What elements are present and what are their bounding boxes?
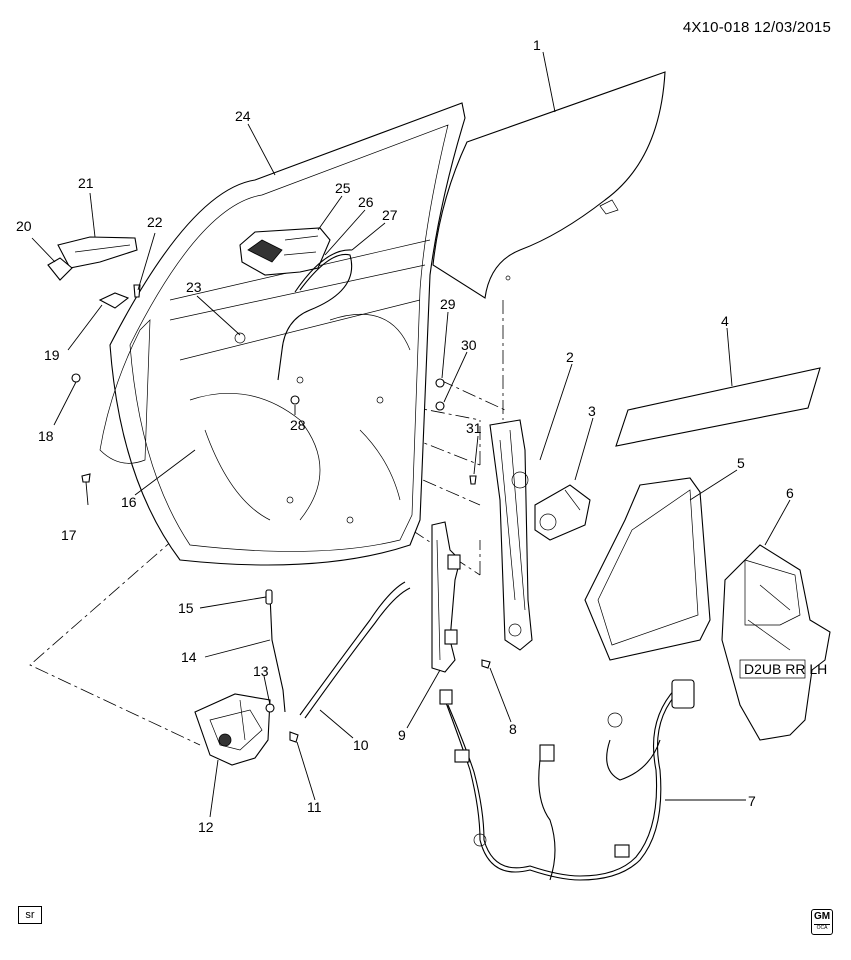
latch-bolt — [289, 731, 299, 743]
window-glass — [432, 71, 666, 299]
callout-23: 23 — [186, 279, 202, 295]
fastener-28 — [290, 395, 300, 405]
lock-rod — [269, 594, 286, 713]
gm-logo: GM OCA — [811, 909, 833, 935]
sr-label: sr — [18, 906, 42, 924]
leader-lines — [31, 51, 791, 818]
callout-4: 4 — [721, 313, 729, 329]
callout-14: 14 — [181, 649, 197, 665]
callout-20: 20 — [16, 218, 32, 234]
callout-24: 24 — [235, 108, 251, 124]
callout-7: 7 — [748, 793, 756, 809]
callout-31: 31 — [466, 420, 482, 436]
callout-10: 10 — [353, 737, 369, 753]
callout-22: 22 — [147, 214, 163, 230]
rear-guide-rail — [431, 521, 461, 673]
bolt-31 — [469, 475, 477, 485]
callout-12: 12 — [198, 819, 214, 835]
glass-run-strip — [615, 367, 821, 447]
outside-handle — [47, 236, 138, 281]
water-deflector-panel — [584, 477, 711, 661]
door-latch — [194, 693, 271, 766]
callout-17: 17 — [61, 527, 77, 543]
callout-21: 21 — [78, 175, 94, 191]
callout-27: 27 — [382, 207, 398, 223]
plug — [71, 373, 81, 383]
callout-numbers: 1 2 3 4 5 6 7 8 9 10 11 12 13 14 15 16 1… — [16, 37, 794, 835]
screw-17 — [81, 473, 91, 483]
nut-29 — [435, 378, 445, 388]
callout-2: 2 — [566, 349, 574, 365]
latch-nut — [265, 703, 275, 713]
callout-13: 13 — [253, 663, 269, 679]
door-insulator: D2UB RR LH — [721, 544, 831, 741]
callout-28: 28 — [290, 417, 306, 433]
door-frame — [99, 102, 466, 566]
callout-26: 26 — [358, 194, 374, 210]
regulator-motor — [534, 484, 591, 541]
callout-3: 3 — [588, 403, 596, 419]
callout-5: 5 — [737, 455, 745, 471]
callout-29: 29 — [440, 296, 456, 312]
callout-19: 19 — [44, 347, 60, 363]
callout-16: 16 — [121, 494, 137, 510]
window-regulator — [489, 419, 533, 651]
wiring-harness — [439, 679, 695, 881]
nut-30 — [435, 401, 445, 411]
rail-bolt — [481, 659, 491, 669]
insulator-label: D2UB RR LH — [744, 661, 827, 677]
handle-cable — [277, 253, 353, 381]
callout-6: 6 — [786, 485, 794, 501]
gm-logo-subtext: OCA — [814, 924, 830, 932]
callout-25: 25 — [335, 180, 351, 196]
callout-30: 30 — [461, 337, 477, 353]
handle-bezel — [98, 292, 130, 309]
gm-logo-text: GM — [813, 911, 831, 922]
outside-cable — [299, 581, 406, 716]
inside-handle — [239, 227, 331, 276]
diagram-reference: 4X10-018 12/03/2015 — [682, 19, 831, 36]
callout-15: 15 — [178, 600, 194, 616]
callout-8: 8 — [509, 721, 517, 737]
callout-18: 18 — [38, 428, 54, 444]
callout-11: 11 — [307, 799, 322, 815]
callout-1: 1 — [533, 37, 541, 53]
callout-9: 9 — [398, 727, 406, 743]
